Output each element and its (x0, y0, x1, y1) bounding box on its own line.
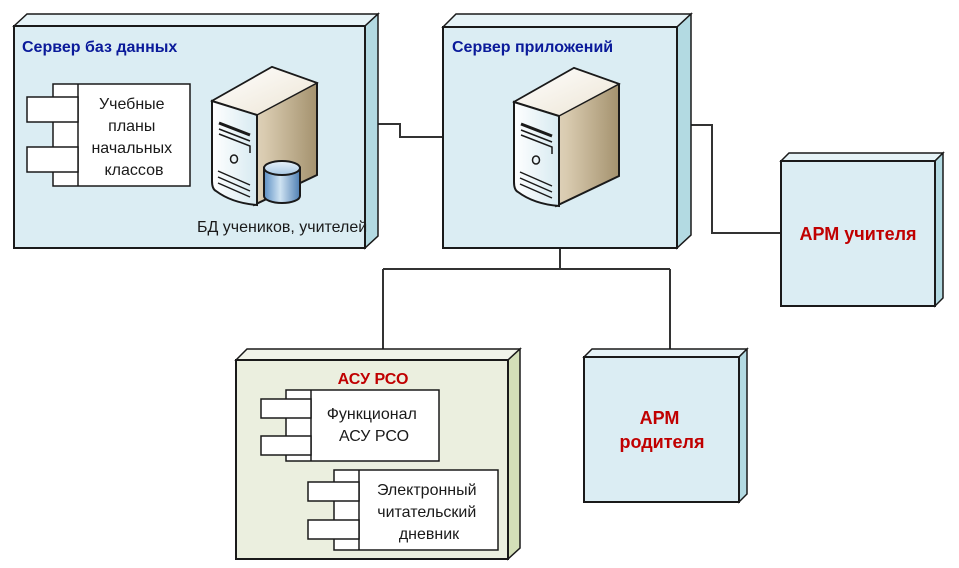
connectors (378, 123, 781, 349)
node-title: Сервер баз данных (22, 39, 177, 56)
node-db-server[interactable]: Сервер баз данных Учебные планы начальны… (12, 12, 380, 250)
link-app-to-teacher (691, 124, 781, 234)
component-label-line: АСУ РСО (339, 428, 409, 445)
component-port-icon (260, 398, 312, 419)
component-port-icon (26, 96, 79, 123)
node-title: Сервер приложений (452, 39, 613, 56)
component-label-line: читательский (377, 504, 476, 521)
node-title: АРМ родителя (619, 408, 704, 452)
component-label-line: Учебные (99, 96, 165, 113)
node-title: АРМ учителя (799, 224, 916, 244)
component-label-line: начальных (91, 140, 172, 157)
node-app-server[interactable]: Сервер приложений (441, 12, 693, 250)
component-port-icon (307, 481, 360, 502)
node-top-face (582, 348, 749, 358)
component-reading-diary[interactable]: Электронный читательский дневник (307, 469, 499, 551)
svg-text:Учебные планы: Учебные планы начальных классов (91, 96, 176, 179)
node-front-face (780, 160, 936, 307)
link-db-to-app (378, 123, 443, 138)
component-label-line: классов (105, 162, 164, 179)
component-study-plans[interactable]: Учебные планы начальных классов (26, 83, 191, 187)
node-side-face (507, 347, 521, 561)
node-top-face (441, 13, 693, 28)
node-parent-workstation[interactable]: АРМ родителя (582, 347, 749, 504)
node-asu-rso[interactable]: АСУ РСО Функционал АСУ РСО Электронный ч… (234, 347, 522, 561)
database-icon (263, 160, 301, 204)
component-port-icon (26, 146, 79, 173)
component-port-icon (307, 519, 360, 540)
node-top-face (12, 13, 380, 27)
component-port-icon (260, 435, 312, 456)
node-title: АСУ РСО (338, 371, 409, 388)
component-label-line: планы (108, 118, 155, 135)
node-side-face (738, 347, 748, 504)
node-front-face (583, 356, 740, 503)
node-side-face (676, 12, 692, 250)
component-body (333, 469, 499, 551)
node-top-face (234, 348, 522, 361)
component-label-line: Функционал (327, 406, 417, 423)
svg-text:Функционал АСУ РСО: Функционал АСУ РСО (327, 406, 422, 445)
node-teacher-workstation[interactable]: АРМ учителя (779, 151, 945, 308)
database-label: БД учеников, учителей (197, 219, 367, 236)
node-top-face (779, 152, 945, 162)
component-label-line: дневник (399, 526, 460, 543)
component-asu-functionality[interactable]: Функционал АСУ РСО (260, 389, 440, 462)
component-label-line: Электронный (377, 482, 477, 499)
node-side-face (364, 12, 379, 250)
node-side-face (934, 151, 944, 308)
svg-text:Электронный читательск: Электронный читательский дневник (377, 482, 481, 543)
